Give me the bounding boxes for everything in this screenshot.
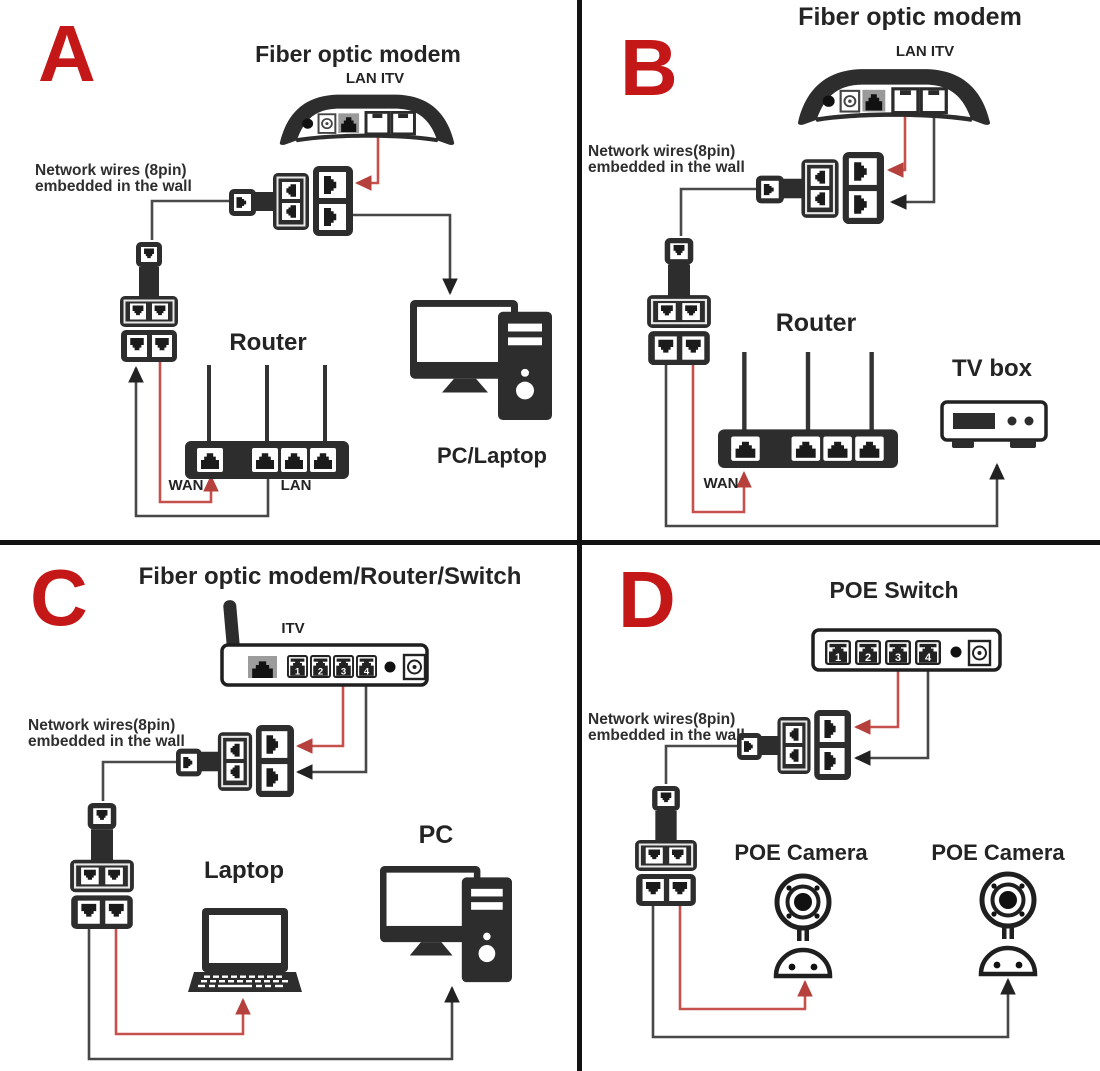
wall-splitter-a [120, 242, 178, 362]
panel-a-letter: A [38, 9, 96, 98]
poe-port-1: 1 [825, 640, 851, 665]
wall-wires-label-a: Network wires (8pin) embedded in the wal… [35, 162, 192, 195]
itv-port-3: 3 [333, 655, 354, 678]
wall-splitter-b [647, 238, 711, 365]
itv-port-2: 2 [310, 655, 331, 678]
wan-label-b: WAN [703, 475, 739, 492]
power-jack-icon [402, 653, 427, 681]
wall-wires-label-b: Network wires(8pin) embedded in the wall [588, 143, 745, 176]
lan-label-a: LAN [280, 477, 312, 494]
power-jack-icon [967, 639, 992, 667]
itv-port-1: 1 [287, 655, 308, 678]
pc-label-c: PC [418, 821, 454, 849]
tv-box-label: TV box [951, 355, 1033, 382]
panel-c-letter: C [30, 553, 88, 642]
pc-label-a: PC/Laptop [437, 443, 547, 468]
svg-text:1: 1 [835, 652, 841, 664]
svg-text:2: 2 [865, 652, 871, 664]
router-label-a: Router [229, 329, 307, 356]
wifi-router-b [718, 352, 898, 468]
poe-port-4: 4 [915, 640, 941, 665]
panel-b-letter: B [620, 23, 678, 112]
rj45-splitter-d [737, 710, 851, 780]
fiber-modem-a [280, 95, 454, 145]
svg-text:4: 4 [925, 652, 932, 664]
pc-icon-c [380, 866, 512, 983]
svg-text:3: 3 [341, 667, 346, 678]
itv-router-c: 1 2 3 4 [220, 600, 429, 687]
wall-wires-label-d: Network wires(8pin) embedded in the wall [588, 711, 745, 744]
laptop-label: Laptop [204, 857, 284, 884]
tv-box-icon [940, 400, 1048, 450]
power-led [950, 646, 962, 658]
panel-c-title: Fiber optic modem/Router/Switch [138, 563, 522, 590]
panel-d-letter: D [618, 555, 676, 644]
svg-text:2: 2 [318, 667, 323, 678]
panel-a-wires [128, 134, 458, 518]
rj45-splitter-c [176, 725, 294, 797]
wall-splitter-d [635, 786, 697, 906]
rj45-splitter-b [756, 152, 884, 224]
modem-ports-label-a: LAN ITV [345, 70, 405, 87]
poe-camera-icon-2 [981, 874, 1035, 974]
itv-port-4: 4 [356, 655, 377, 678]
divider-horizontal [0, 540, 1100, 545]
rj45-splitter-a [229, 166, 353, 236]
svg-text:4: 4 [364, 667, 370, 678]
poe-port-2: 2 [855, 640, 881, 665]
panel-b-wires [664, 112, 1005, 528]
divider-vertical [577, 0, 582, 1071]
poe-camera-label-1: POE Camera [734, 840, 868, 865]
panel-d-wires [651, 670, 1016, 1039]
panel-a-title: Fiber optic modem [255, 41, 461, 67]
poe-camera-label-2: POE Camera [931, 840, 1065, 865]
wan-label-a: WAN [168, 477, 204, 494]
laptop-icon [188, 908, 302, 992]
poe-camera-icon-1 [776, 876, 830, 976]
fiber-modem-b [798, 69, 990, 125]
wall-wires-label-c: Network wires(8pin) embedded in the wall [28, 717, 185, 750]
wall-splitter-c [70, 803, 134, 929]
svg-text:1: 1 [295, 667, 301, 678]
power-led [384, 661, 396, 673]
panel-d-title: POE Switch [829, 577, 959, 603]
itv-label: ITV [281, 620, 305, 637]
panel-b-title: Fiber optic modem [798, 3, 1022, 31]
panel-c-wires [87, 686, 460, 1061]
modem-ports-label-b: LAN ITV [895, 43, 955, 60]
poe-port-3: 3 [885, 640, 911, 665]
poe-switch: 1 2 3 4 [811, 628, 1002, 672]
svg-text:3: 3 [895, 652, 901, 664]
router-label-b: Router [775, 309, 857, 337]
pc-icon-a [410, 300, 552, 421]
wifi-router-a [185, 365, 349, 479]
